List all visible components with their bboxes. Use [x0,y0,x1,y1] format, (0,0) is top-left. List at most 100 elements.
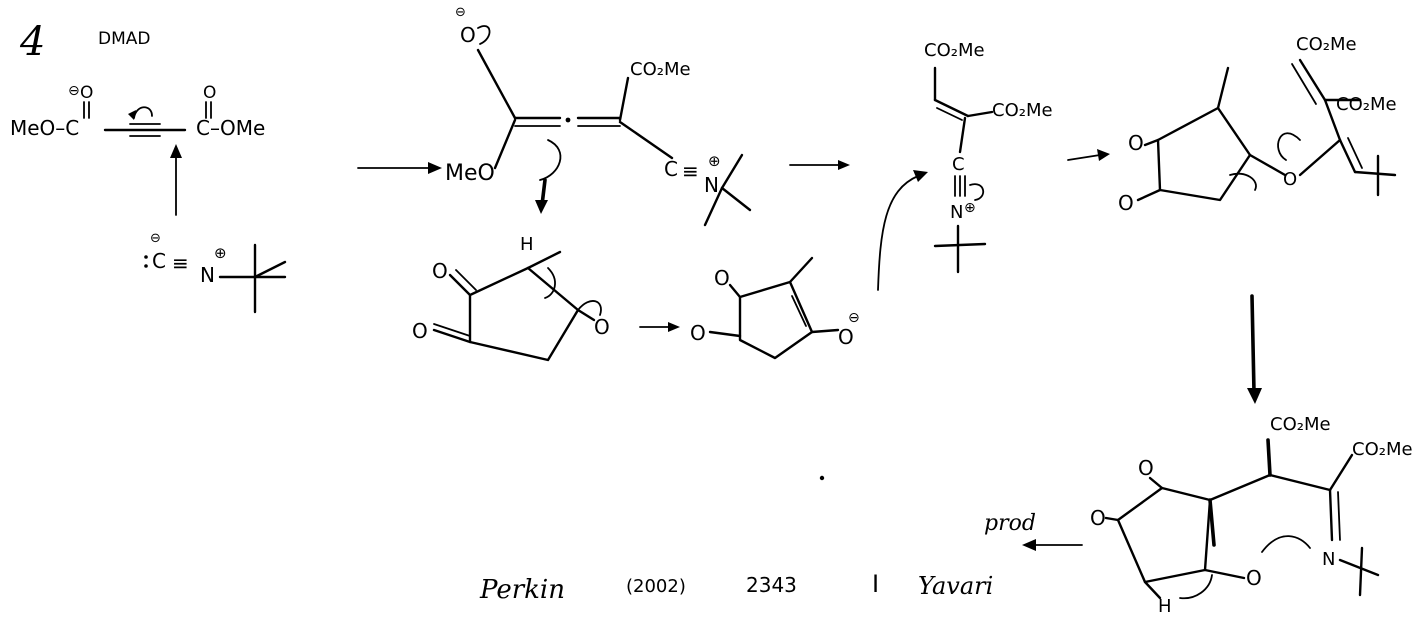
zwitterion-oxygen: O [460,23,476,47]
ri-ester-top: CO₂Me [1270,414,1331,435]
zw-to-h-curly [539,139,562,181]
ri-o2: O [1090,506,1106,530]
ci-ester-top-bond-2 [1291,63,1317,105]
enolate-co2 [708,330,742,338]
ci-co1 [1143,138,1160,147]
na-bond-down [958,116,967,154]
enolate-o2: O [690,321,706,345]
dione-co2b [433,323,471,337]
dione-o1: O [432,259,448,283]
enolate-co1 [728,283,742,299]
zwitterion-nitrilium-n: N [704,173,719,197]
dmad-right-group: C–OMe [196,116,265,140]
dione-co2 [432,328,472,344]
ri-cn-2 [1337,491,1341,541]
ci-o1: O [1128,131,1144,155]
ci-ring-o: O [1283,169,1297,190]
ri-ring [1116,486,1212,584]
ri-ch [1143,580,1162,600]
na-n: N [950,202,963,223]
ci-ester-right: CO₂Me [1336,94,1397,115]
zw-tbu-3 [703,186,724,227]
zwitterion-ester-top: CO₂Me [630,59,691,80]
problem-number: 4 [19,19,45,65]
ref-year: (2002) [626,576,686,597]
enolate-methyl [788,256,814,284]
ri-chain-c [1268,473,1332,492]
na-double-1 [933,98,970,118]
isocyanide-molecule: ⊖ C ≡ N ⊕ [144,231,287,314]
isocyanide-triple-bond: ≡ [172,251,189,275]
ci-c-n-2 [1347,137,1363,169]
reaction-arrow-1-head [428,162,442,174]
ref-volume: I [872,570,879,598]
ri-ester-right: CO₂Me [1352,439,1413,460]
na-bond-right [966,110,994,118]
reaction-arrow-2-head [668,322,680,332]
dione-curly-2 [577,300,602,316]
product-label: prod [984,511,1036,536]
reaction-arrow-4-head [1097,149,1110,161]
ri-co2 [1104,516,1120,522]
ci-ring [1156,106,1252,202]
product-arrow-head [1022,539,1036,551]
dmad-left-oxygen: O [80,83,93,103]
zw-c-ome-bond [493,118,517,170]
ri-curly-1 [1261,535,1311,553]
dione-methyl [526,250,562,270]
ref-author: Yavari [918,572,993,600]
zwitterion-methoxy: MeO [445,161,495,186]
ri-curly-2 [1179,574,1213,600]
isocyanide-nitrogen-charge: ⊕ [214,244,227,262]
ri-cn [1328,488,1334,542]
cyclopentanedione: O O O H [412,234,610,362]
enolate-attack-arrow [877,175,919,291]
reference: Perkin (2002) 2343 I Yavari [479,570,993,605]
na-charge: ⊕ [964,200,976,216]
enolate-ring [738,280,814,360]
ri-co1 [1148,476,1164,490]
ri-ester-right-bond [1328,453,1354,492]
ci-to-o [1248,153,1287,177]
rearranged-intermediate: O O O H CO₂Me CO₂Me N [1090,414,1413,617]
zw-tbu-1 [720,153,744,190]
reagent-label: DMAD [98,29,150,49]
dmad-left-group: MeO–C [10,116,79,140]
tbu-bond-d [253,260,287,279]
cyclic-intermediate: O O O CO₂Me CO₂Me [1118,34,1397,215]
isocyanide-carbon: C [152,249,166,273]
ri-o1: O [1138,456,1154,480]
zw-to-ester-bond [618,76,630,122]
ri-methyl-wedge [1208,498,1216,547]
zw-to-nitrilium-bond [618,120,674,160]
lone-pair-dot-1 [144,255,148,259]
na-ester-top: CO₂Me [924,40,985,61]
reaction-arrow-5-head [1247,388,1262,404]
ci-n-tbu [1353,170,1397,177]
enolate-attack-head [913,170,928,182]
ri-o3: O [1246,566,1262,590]
dmad-left-charge: ⊖ [68,83,80,99]
ci-methyl [1216,66,1230,110]
na-double-1b [936,107,963,121]
dione-co1 [448,273,472,297]
dione-co3 [576,308,596,322]
ri-co3 [1203,568,1246,580]
reaction-arrow-5 [1250,294,1256,394]
reaction-arrow-4 [1067,154,1101,161]
isocyanide-carbon-charge: ⊖ [150,231,161,246]
reaction-arrow-3-head [838,160,850,170]
enolate-o-anion: O [838,325,854,349]
zwitterion-intermediate: ⊖ O MeO CO₂Me C ≡ N ⊕ [445,5,752,227]
dmad-curly-arrow [133,106,153,119]
dmad-molecule: MeO–C ⊖ O C–OMe O [10,83,265,140]
ci-c-ester-bond [1323,98,1342,142]
nitrilium-alkene: CO₂Me CO₂Me C N ⊕ [924,40,1053,274]
zw-c-o-bond [476,48,517,120]
zwitterion-nitrilium-charge: ⊕ [708,152,721,170]
zw-tbu-2 [720,186,752,212]
na-c: C [952,154,965,175]
dione-h: H [520,234,534,255]
